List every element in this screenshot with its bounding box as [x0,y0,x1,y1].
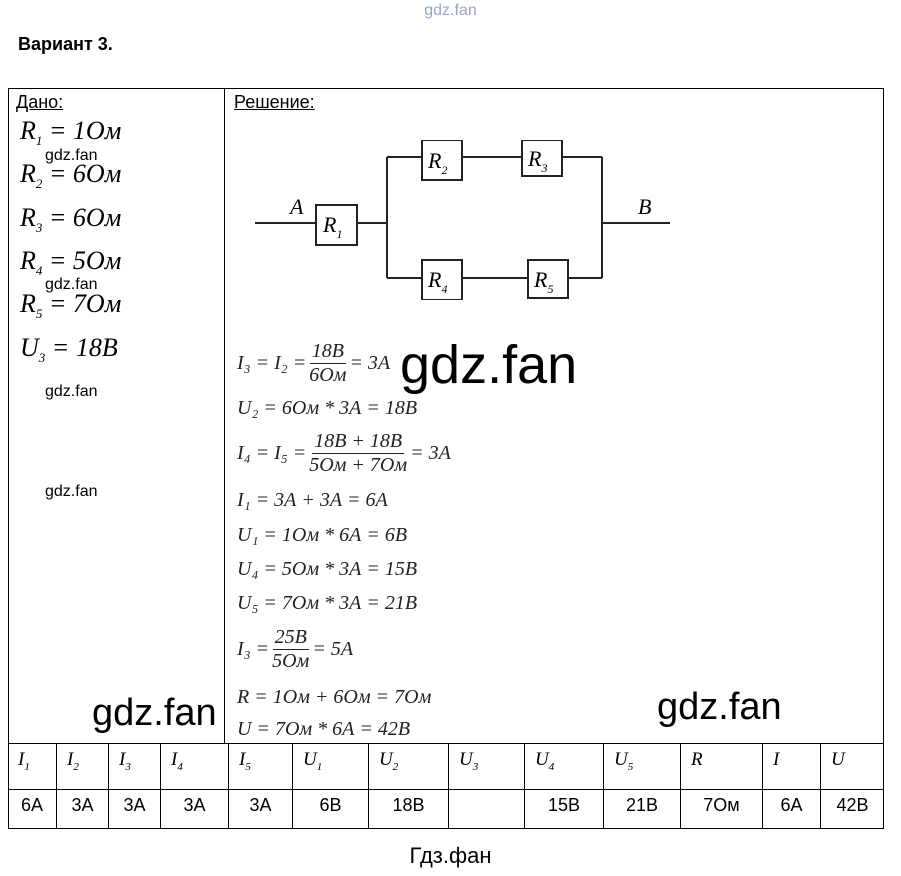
given-value: U3 = 18В [20,333,118,366]
watermark: gdz.fan [45,383,98,400]
given-header: Дано: [16,92,64,112]
table-column: U1 6В [292,743,368,829]
table-cell: 7Ом [703,795,740,815]
svg-text:R3: R3 [527,146,547,175]
svg-text:R1: R1 [322,212,342,241]
column-header: I3 [119,749,131,773]
formula-6: U₄ = 5Ом * 3А = 15В [237,558,418,580]
table-column: I 6А [762,743,820,829]
node-b-label: B [638,194,651,219]
column-header: I1 [18,749,30,773]
formula-5: U₁ = 1Ом * 6А = 6В [237,524,408,546]
table-column: U 42В [820,743,884,829]
table-column: I3 3А [108,743,160,829]
given-value: R1 = 1Ом [20,116,122,149]
node-a-label: A [288,194,304,219]
table-column: U2 18В [368,743,448,829]
given-value: R4 = 5Ом [20,246,122,279]
table-column: U5 21В [603,743,680,829]
footer-watermark: Гдз.фан [409,843,492,868]
table-column: I4 3А [160,743,228,829]
table-cell: 18В [392,795,425,815]
column-header: U3 [459,749,479,773]
table-cell: 3А [123,795,146,815]
watermark: gdz.fan [45,147,98,164]
formula-4: I₁ = 3А + 3А = 6А [237,489,388,511]
watermark: gdz.fan [45,276,98,293]
table-column: U3 [448,743,524,829]
formula-9: R = 1Ом + 6Ом = 7Ом [237,686,432,708]
table-cell: 42В [836,795,869,815]
table-cell: 6А [780,795,803,815]
table-column: I1 6А [8,743,56,829]
svg-text:R4: R4 [427,267,447,296]
divider [8,743,884,744]
watermark: gdz.fan [400,335,578,395]
page-title: Вариант 3. [18,34,113,54]
column-header: I5 [239,749,251,773]
table-column: U4 15В [524,743,603,829]
column-header: U4 [535,749,555,773]
solution-table [8,88,884,829]
column-header: R [691,749,703,770]
given-value: R5 = 7Ом [20,289,122,322]
given-value: R2 = 6Ом [20,159,122,192]
given-value: R3 = 6Ом [20,203,122,236]
formula-2: U₂ = 6Ом * 3А = 18В [237,397,418,419]
table-cell: 6В [319,795,342,815]
solution-header: Решение: [234,92,315,112]
column-header: U [831,749,845,770]
svg-text:R2: R2 [427,148,447,177]
table-cell: 3А [249,795,272,815]
watermark: gdz.fan [45,483,98,500]
table-cell: 6А [20,795,44,815]
table-cell: 15В [547,795,581,815]
svg-text:R5: R5 [533,267,553,296]
formula-7: U₅ = 7Ом * 3А = 21В [237,592,418,614]
divider [8,789,884,790]
table-column: I2 3А [56,743,108,829]
column-header: I4 [171,749,183,773]
table-column: R 7Ом [680,743,762,829]
column-header: I [773,749,780,770]
watermark: gdz.fan [657,686,782,728]
watermark: gdz.fan [92,692,217,734]
watermark-top: gdz.fan [424,2,477,19]
column-header: U5 [614,749,634,773]
circuit-diagram: A B R1 R2 R3 R4 R5 [255,140,670,300]
table-cell: 3А [71,795,94,815]
column-header: I2 [67,749,79,773]
divider [224,88,225,744]
column-header: U2 [379,749,399,773]
table-column: I5 3А [228,743,292,829]
column-header: U1 [303,749,323,773]
formula-10: U = 7Ом * 6А = 42В [237,718,411,740]
table-cell: 21В [625,795,659,815]
table-cell: 3А [183,795,206,815]
